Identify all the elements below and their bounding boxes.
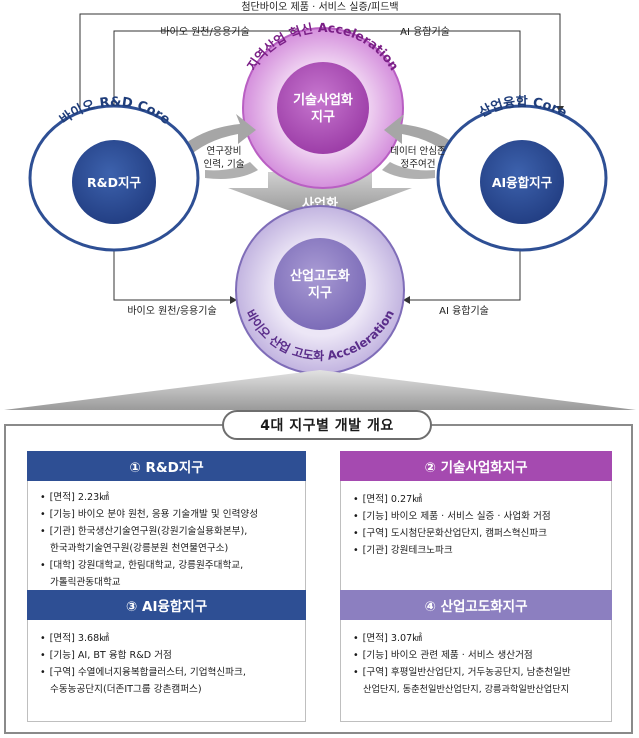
right-bottom-line	[403, 245, 521, 304]
right-arrow-label-line1: 데이터 안심존	[390, 146, 446, 157]
bottom-ring: 바이오 산업 고도화 Acceleration 산업고도화 지구	[235, 205, 405, 375]
card-advancement-body: [면적] 3.07㎢ [기능] 바이오 관련 제품 · 서비스 생산거점 [구역…	[340, 620, 612, 722]
left-arrow-label-line1: 연구장비	[207, 146, 242, 157]
right-return-arrow	[382, 162, 435, 179]
advancement-zone: [구역] 후평일반산업단지, 거두농공단지, 남춘천일반	[353, 664, 607, 681]
left-arrow-label-line2: 인력, 기술	[204, 158, 245, 170]
right-core-label: AI융합지구	[492, 175, 553, 190]
right-ring: 산업융합 Core AI융합지구	[436, 94, 608, 252]
card-rnd-district: ① R&D지구 [면적] 2.23㎢ [기능] 바이오 분야 원천, 응용 기술…	[27, 451, 306, 608]
card-ai-district: ③ AI융합지구 [면적] 3.68㎢ [기능] AI, BT 융합 R&D 거…	[27, 590, 306, 722]
card-advancement-title: ④ 산업고도화지구	[340, 590, 612, 620]
right-top-label: AI 융합기술	[400, 26, 450, 38]
commercialization-institution: [기관] 강원테크노파크	[353, 542, 601, 559]
bio-cluster-diagram: 첨단바이오 제품 · 서비스 실증/피드백 바이오 원천/응용기술 AI 융합기…	[4, 1, 636, 410]
rnd-university: [대학] 강원대학교, 한림대학교, 강릉원주대학교,	[40, 557, 295, 574]
ai-zone-cont: 수동농공단지(더존IT그룹 강촌캠퍼스)	[50, 684, 202, 695]
top-core-line2: 지구	[311, 110, 335, 125]
top-core-line1: 기술사업화	[293, 92, 353, 108]
card-advancement-district: ④ 산업고도화지구 [면적] 3.07㎢ [기능] 바이오 관련 제품 · 서비…	[340, 590, 612, 722]
advancement-zone-cont: 산업단지, 동춘천일반산업단지, 강릉과학일반산업단지	[363, 684, 570, 695]
card-commercialization-title: ② 기술사업화지구	[340, 451, 612, 481]
ai-area: [면적] 3.68㎢	[40, 630, 295, 647]
upward-arrow	[4, 370, 636, 410]
left-return-arrow	[205, 162, 258, 179]
left-top-label: 바이오 원천/응용기술	[160, 26, 249, 38]
rnd-function: [기능] 바이오 분야 원천, 응용 기술개발 및 인력양성	[40, 506, 295, 523]
left-ring: 바이오 R&D Core R&D지구	[28, 95, 200, 252]
left-curved-arrow	[175, 114, 256, 160]
commercialization-area: [면적] 0.27㎢	[353, 491, 601, 508]
card-commercialization-body: [면적] 0.27㎢ [기능] 바이오 제품 · 서비스 실증 · 사업화 거점…	[340, 481, 612, 608]
advancement-function: [기능] 바이오 관련 제품 · 서비스 생산거점	[353, 647, 607, 664]
top-feedback-label: 첨단바이오 제품 · 서비스 실증/피드백	[241, 1, 398, 13]
rnd-area: [면적] 2.23㎢	[40, 489, 295, 506]
left-bottom-label: 바이오 원천/응용기술	[127, 305, 216, 317]
bottom-core-line2: 지구	[308, 286, 332, 301]
ai-zone: [구역] 수열에너지융복합클러스터, 기업혁신파크,	[40, 664, 295, 681]
card-rnd-title: ① R&D지구	[27, 451, 306, 481]
card-ai-body: [면적] 3.68㎢ [기능] AI, BT 융합 R&D 거점 [구역] 수열…	[27, 620, 306, 722]
rnd-institution-cont: 한국과학기술연구원(강릉분원 천연물연구소)	[50, 543, 229, 554]
right-bottom-label: AI 융합기술	[439, 305, 489, 317]
left-core-label: R&D지구	[87, 175, 141, 190]
card-commercialization-district: ② 기술사업화지구 [면적] 0.27㎢ [기능] 바이오 제품 · 서비스 실…	[340, 451, 612, 608]
top-feedback-line	[79, 13, 564, 113]
advancement-area: [면적] 3.07㎢	[353, 630, 607, 647]
left-bottom-line	[113, 245, 237, 304]
overview-title: 4대 지구별 개발 개요	[222, 410, 432, 440]
ai-function: [기능] AI, BT 융합 R&D 거점	[40, 647, 295, 664]
commercialization-function: [기능] 바이오 제품 · 서비스 실증 · 사업화 거점	[353, 508, 601, 525]
commercialization-zone: [구역] 도시첨단문화산업단지, 캠퍼스혁신파크	[353, 525, 601, 542]
right-arrow-label-line2: 정주여건	[401, 158, 436, 170]
feedback-lines	[79, 13, 564, 304]
bottom-core-line1: 산업고도화	[290, 268, 350, 284]
top-ring: 지역산업 혁신 Acceleration 기술사업화 지구	[242, 20, 404, 189]
rnd-institution: [기관] 한국생산기술연구원(강원기술실용화본부),	[40, 523, 295, 540]
rnd-university-cont: 가톨릭관동대학교	[50, 577, 121, 588]
card-ai-title: ③ AI융합지구	[27, 590, 306, 620]
card-rnd-body: [면적] 2.23㎢ [기능] 바이오 분야 원천, 응용 기술개발 및 인력양…	[27, 481, 306, 608]
